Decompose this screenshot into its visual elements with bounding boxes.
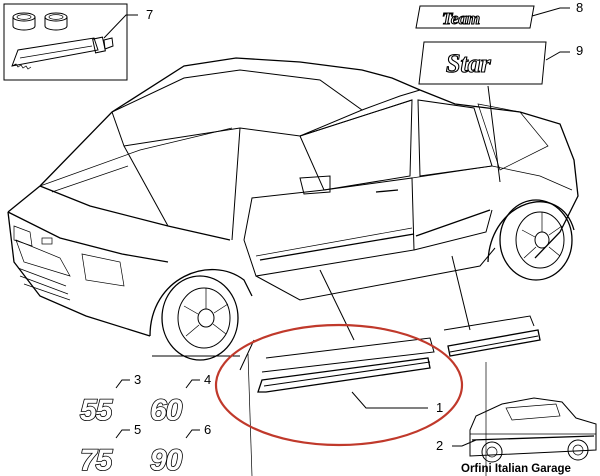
callout-1: 1 xyxy=(351,391,443,415)
small-car-thumbnail xyxy=(469,397,597,463)
badge-90-text: 90 xyxy=(150,444,183,476)
badge-55: 55 3 xyxy=(79,372,141,428)
callout-7: 7 xyxy=(103,7,153,39)
team-badge-text: Team xyxy=(442,9,480,28)
ref-number-6: 6 xyxy=(204,422,211,437)
adhesive-kit-illustration xyxy=(3,3,128,81)
ref-number-4: 4 xyxy=(204,372,211,387)
watermark-text: Orfini Italian Garage xyxy=(461,463,571,475)
ref-number-1: 1 xyxy=(436,400,443,415)
badge-75-text: 75 xyxy=(80,444,114,476)
badge-55-text: 55 xyxy=(80,394,114,427)
badge-75: 75 5 xyxy=(79,422,141,476)
side-trim-strips xyxy=(239,255,541,476)
car-illustration xyxy=(7,57,579,476)
ref-number-3: 3 xyxy=(134,372,141,387)
ref-number-9: 9 xyxy=(576,43,583,58)
callout-8: 8 xyxy=(531,0,583,17)
highlight-ellipse xyxy=(214,323,464,447)
team-badge-plate: Team xyxy=(415,5,535,29)
badge-90: 90 6 xyxy=(149,422,211,476)
ref-number-5: 5 xyxy=(134,422,141,437)
ref-number-2: 2 xyxy=(436,438,443,453)
ref-number-7: 7 xyxy=(146,7,153,22)
badge-60: 60 4 xyxy=(149,372,211,428)
star-badge-plate: Star xyxy=(418,41,547,85)
star-badge-text: Star xyxy=(446,49,492,78)
badge-60-text: 60 xyxy=(150,394,183,427)
ref-number-8: 8 xyxy=(576,0,583,15)
callout-9: 9 xyxy=(487,43,583,183)
callout-2: 2 xyxy=(436,438,477,453)
